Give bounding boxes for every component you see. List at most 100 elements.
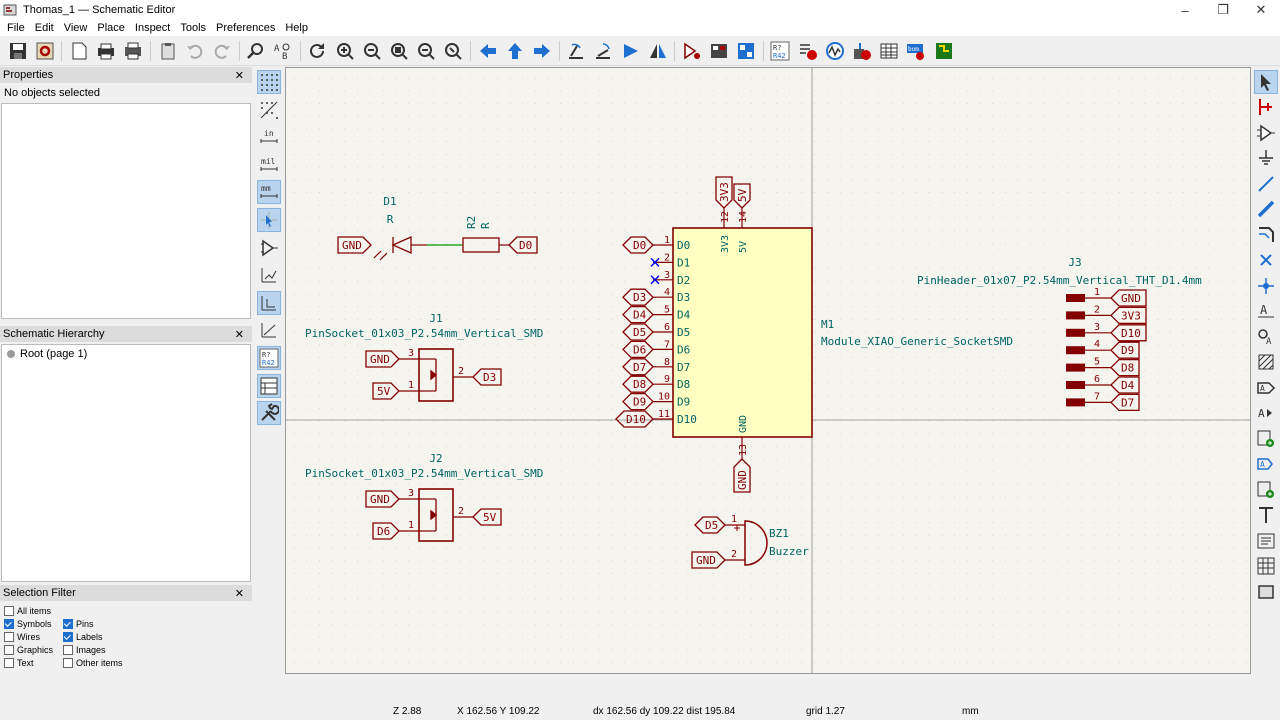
menu-place[interactable]: Place [97, 22, 125, 34]
mirror-h-button[interactable] [646, 39, 670, 63]
filter-other-items[interactable]: Other items [63, 658, 123, 668]
annotation-toggle-button[interactable]: R?R42 [257, 345, 281, 370]
filter-pins-checkbox[interactable] [63, 619, 73, 629]
import-sheet-pin-button[interactable]: A [1254, 452, 1278, 476]
navigate-up-button[interactable] [503, 39, 527, 63]
zoom-selection-button[interactable] [441, 39, 465, 63]
filter-all-items[interactable]: All items [4, 606, 51, 616]
menu-file[interactable]: File [7, 22, 25, 34]
filter-wires[interactable]: Wires [4, 632, 40, 642]
units-mil-button[interactable]: mil [257, 153, 281, 177]
add-wire-button[interactable] [1254, 172, 1278, 196]
zoom-out-button[interactable] [360, 39, 384, 63]
bom-button[interactable] [877, 39, 901, 63]
cursor-style-button[interactable] [257, 207, 281, 232]
show-hidden-pins-button[interactable] [257, 236, 281, 260]
filter-graphics[interactable]: Graphics [4, 645, 53, 655]
properties-close-button[interactable]: ✕ [234, 69, 244, 82]
rotate-ccw-button[interactable] [564, 39, 588, 63]
grid-overrides-button[interactable] [257, 98, 281, 122]
pcb-editor-button[interactable] [932, 39, 956, 63]
filter-pins[interactable]: Pins [63, 619, 94, 629]
zoom-in-button[interactable] [333, 39, 357, 63]
menu-tools[interactable]: Tools [180, 22, 207, 34]
refresh-button[interactable] [305, 39, 329, 63]
print-button[interactable] [94, 39, 118, 63]
selection-filter-close-button[interactable]: ✕ [234, 587, 244, 600]
symbol-editor-button[interactable] [680, 39, 704, 63]
line-45-mode-button[interactable] [257, 263, 281, 287]
line-90-mode-button[interactable] [257, 290, 281, 315]
line-free-mode-button[interactable] [257, 318, 281, 342]
erc-button[interactable] [796, 39, 820, 63]
hierarchy-panel-toggle-button[interactable] [257, 401, 281, 426]
add-junction-button[interactable] [1254, 274, 1278, 298]
add-symbol-button[interactable] [1254, 121, 1278, 145]
close-button[interactable]: ✕ [1255, 2, 1267, 17]
add-rectangle-button[interactable] [1254, 580, 1278, 604]
undo-button[interactable] [183, 39, 207, 63]
symbol-library-button[interactable] [707, 39, 731, 63]
zoom-objects-button[interactable] [414, 39, 438, 63]
hierarchy-root-item[interactable]: Root (page 1) [2, 345, 250, 363]
rotate-cw-button[interactable] [591, 39, 615, 63]
filter-labels[interactable]: Labels [63, 632, 103, 642]
save-button[interactable] [6, 39, 30, 63]
add-label-button[interactable]: A [1254, 299, 1278, 323]
add-hierarchical-label-button[interactable]: A [1254, 401, 1278, 425]
add-global-label-button[interactable]: A [1254, 376, 1278, 400]
symbol-fields-button[interactable] [734, 39, 758, 63]
zoom-fit-button[interactable] [387, 39, 411, 63]
filter-symbols[interactable]: Symbols [4, 619, 52, 629]
schematic-setup-button[interactable] [33, 39, 57, 63]
menu-preferences[interactable]: Preferences [216, 22, 276, 34]
properties-panel-toggle-button[interactable] [257, 373, 281, 398]
hierarchy-close-button[interactable]: ✕ [234, 328, 244, 341]
filter-images[interactable]: Images [63, 645, 106, 655]
find-button[interactable] [244, 39, 268, 63]
menu-view[interactable]: View [63, 22, 88, 34]
assign-footprints-button[interactable] [850, 39, 874, 63]
add-bus-entry-button[interactable] [1254, 223, 1278, 247]
plot-button[interactable] [121, 39, 145, 63]
import-graphics-button[interactable] [1254, 478, 1278, 502]
navigate-back-button[interactable] [476, 39, 500, 63]
filter-images-checkbox[interactable] [63, 645, 73, 655]
filter-symbols-checkbox[interactable] [4, 619, 14, 629]
no-connect-button[interactable] [1254, 248, 1278, 272]
filter-all-items-checkbox[interactable] [4, 606, 14, 616]
filter-graphics-checkbox[interactable] [4, 645, 14, 655]
simulator-button[interactable] [823, 39, 847, 63]
mirror-v-button[interactable] [619, 39, 643, 63]
properties-grid[interactable] [1, 103, 251, 319]
navigate-forward-button[interactable] [530, 39, 554, 63]
filter-labels-checkbox[interactable] [63, 632, 73, 642]
grid-toggle-button[interactable] [257, 70, 281, 94]
add-net-class-directive-button[interactable]: A [1254, 325, 1278, 349]
filter-text-checkbox[interactable] [4, 658, 14, 668]
filter-wires-checkbox[interactable] [4, 632, 14, 642]
menu-help[interactable]: Help [285, 22, 308, 34]
filter-other-items-checkbox[interactable] [63, 658, 73, 668]
paste-button[interactable] [156, 39, 180, 63]
add-rule-area-button[interactable] [1254, 350, 1278, 374]
annotate-button[interactable]: R?R42 [768, 39, 792, 63]
maximize-button[interactable]: ❐ [1217, 2, 1229, 17]
add-text-button[interactable] [1254, 503, 1278, 527]
menu-inspect[interactable]: Inspect [134, 22, 171, 34]
redo-button[interactable] [210, 39, 234, 63]
generate-bom-button[interactable]: bom [904, 39, 928, 63]
units-inch-button[interactable]: in [257, 125, 281, 149]
highlight-net-button[interactable] [1254, 95, 1278, 119]
page-settings-button[interactable] [67, 39, 91, 63]
units-mm-button[interactable]: mm [257, 180, 281, 205]
select-tool-button[interactable] [1254, 69, 1278, 94]
menu-edit[interactable]: Edit [34, 22, 54, 34]
filter-text[interactable]: Text [4, 658, 34, 668]
add-sheet-button[interactable] [1254, 427, 1278, 451]
add-power-button[interactable] [1254, 146, 1278, 170]
add-textbox-button[interactable] [1254, 529, 1278, 553]
add-table-button[interactable] [1254, 554, 1278, 578]
